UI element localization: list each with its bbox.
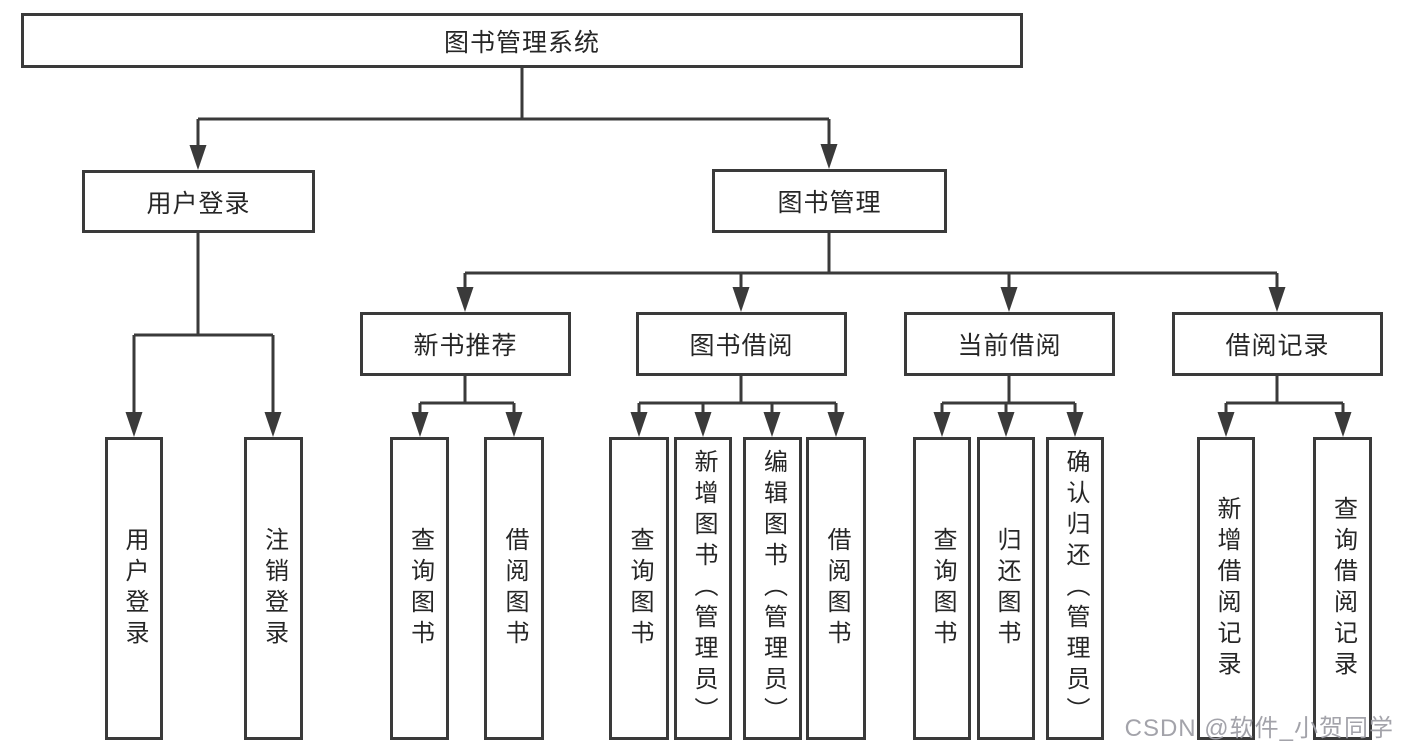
leaf-user-login: 用户登录 bbox=[105, 437, 163, 740]
leaf-label: 新增借阅记录 bbox=[1213, 495, 1240, 682]
node-current-borrowing: 当前借阅 bbox=[904, 312, 1115, 376]
leaf-label: 查询图书 bbox=[406, 526, 434, 651]
arrowheads bbox=[125, 144, 1352, 437]
arrow-down-icon bbox=[732, 287, 750, 312]
leaf-label: 查询图书 bbox=[626, 526, 653, 651]
arrow-down-icon bbox=[694, 412, 712, 437]
arrow-down-icon bbox=[456, 287, 474, 312]
arrow-down-icon bbox=[1268, 287, 1286, 312]
node-book-borrowing: 图书借阅 bbox=[636, 312, 847, 376]
csdn-watermark: CSDN @软件_小贺同学 bbox=[1124, 715, 1394, 742]
arrow-down-icon bbox=[933, 412, 951, 437]
leaf-query-books-borrowing: 查询图书 bbox=[609, 437, 669, 740]
connector-records-branch bbox=[1224, 376, 1345, 418]
arrow-down-icon bbox=[264, 412, 282, 437]
connector-root-to-level2 bbox=[196, 68, 831, 150]
arrow-down-icon bbox=[763, 412, 781, 437]
arrow-down-icon bbox=[189, 145, 207, 170]
leaf-add-book-admin: 新增图书（管理员） bbox=[674, 437, 732, 740]
connector-recommend-branch bbox=[418, 376, 516, 418]
node-user-login: 用户登录 bbox=[82, 170, 315, 233]
leaf-label: 查询借阅记录 bbox=[1329, 495, 1357, 682]
node-borrowing-records: 借阅记录 bbox=[1172, 312, 1383, 376]
leaf-query-books-current: 查询图书 bbox=[913, 437, 971, 740]
connector-borrow-branch bbox=[637, 376, 838, 418]
arrow-down-icon bbox=[125, 412, 143, 437]
arrow-down-icon bbox=[997, 412, 1015, 437]
leaf-label: 新增图书（管理员） bbox=[690, 449, 717, 728]
leaf-add-borrow-record: 新增借阅记录 bbox=[1197, 437, 1255, 740]
leaf-label: 借阅图书 bbox=[501, 526, 528, 651]
leaf-confirm-return-admin: 确认归还（管理员） bbox=[1046, 437, 1104, 740]
arrow-down-icon bbox=[505, 412, 523, 437]
node-book-management: 图书管理 bbox=[712, 169, 947, 233]
leaf-query-borrow-record: 查询借阅记录 bbox=[1313, 437, 1372, 740]
connector-login-branch bbox=[132, 233, 275, 418]
leaf-label: 借阅图书 bbox=[823, 526, 850, 651]
leaf-label: 确认归还（管理员） bbox=[1062, 449, 1089, 728]
arrow-down-icon bbox=[1334, 412, 1352, 437]
leaf-logout: 注销登录 bbox=[244, 437, 303, 740]
leaf-query-books-recommend: 查询图书 bbox=[390, 437, 449, 740]
connector-current-branch bbox=[940, 376, 1077, 418]
leaf-label: 归还图书 bbox=[993, 526, 1020, 651]
leaf-borrow-books-recommend: 借阅图书 bbox=[484, 437, 544, 740]
leaf-borrow-books-borrowing: 借阅图书 bbox=[806, 437, 866, 740]
arrow-down-icon bbox=[1000, 287, 1018, 312]
arrow-down-icon bbox=[411, 412, 429, 437]
leaf-edit-book-admin: 编辑图书（管理员） bbox=[743, 437, 802, 740]
leaf-label: 查询图书 bbox=[929, 526, 956, 651]
connector-bookmgmt-to-level3 bbox=[463, 233, 1279, 293]
arrow-down-icon bbox=[820, 144, 838, 169]
arrow-down-icon bbox=[1066, 412, 1084, 437]
leaf-label: 注销登录 bbox=[260, 526, 288, 651]
node-new-book-recommend: 新书推荐 bbox=[360, 312, 571, 376]
arrow-down-icon bbox=[630, 412, 648, 437]
leaf-label: 用户登录 bbox=[121, 526, 148, 651]
leaf-return-book: 归还图书 bbox=[977, 437, 1035, 740]
node-root-library-system: 图书管理系统 bbox=[21, 13, 1023, 68]
arrow-down-icon bbox=[827, 412, 845, 437]
leaf-label: 编辑图书（管理员） bbox=[759, 449, 787, 728]
arrow-down-icon bbox=[1217, 412, 1235, 437]
